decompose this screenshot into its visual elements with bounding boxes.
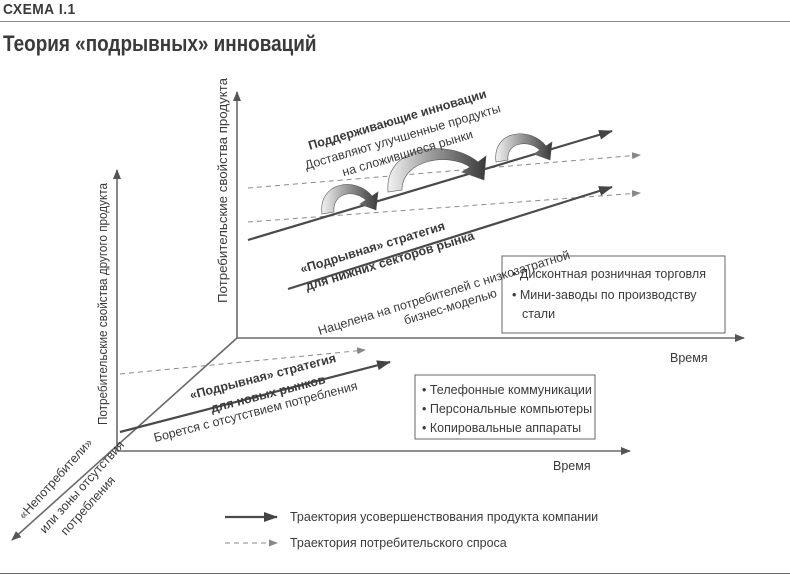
sustaining-demand-dashed [247,152,641,189]
diagram-title: Теория «подрывных» инноваций [3,31,317,56]
newmarket-product-line [119,360,391,434]
back-x-axis-label: Время [670,351,708,365]
newmarket-box-item-3: • Копировальные аппараты [422,421,581,435]
newmarket-box-item-1: • Телефонные коммуникации [422,383,592,397]
lowend-box-item-1-text: Дисконтная розничная торговля [520,267,706,281]
newmarket-title-rest: стратегия [275,351,337,380]
lowend-box-item-2: • Мини-заводы по производству [512,288,697,302]
legend-solid-label: Траектория усовершенствования продукта к… [290,510,598,524]
footer-rule [0,573,790,574]
newmarket-example-box [414,374,596,440]
lowend-product-line [287,185,613,291]
legend-dashed-label: Траектория потребительского спроса [290,536,507,550]
lowend-label-group: «Подрывная» стратегия для нижних секторо… [299,219,477,294]
front-y-axis-label: Потребительские свойства другого продукт… [96,183,110,425]
lowend-example-box [501,255,726,334]
lowend-box-item-2-text: Мини-заводы по производству [520,288,697,302]
newmarket-box-item-3-text: Копировальные аппараты [430,421,581,435]
front-axes [113,169,631,455]
newmarket-desc: Борется с отсутствием потребления [152,379,359,445]
newmarket-box-item-2-text: Персональные компьютеры [430,402,592,416]
lowend-box-item-3: стали [522,307,555,321]
depth-axis [11,337,238,541]
sustaining-curl-arrows [321,133,553,215]
newmarket-box-item-1-text: Телефонные коммуникации [430,383,592,397]
header-rule [0,21,790,22]
back-axes [233,91,745,342]
front-x-axis-label: Время [553,459,591,473]
back-y-axis-label: Потребительские свойства продукта [216,78,230,303]
newmarket-box-item-2: • Персональные компьютеры [422,402,592,416]
lowend-box-item-1: • Дисконтная розничная торговля [512,267,706,281]
legend: Траектория усовершенствования продукта к… [225,510,598,550]
scheme-label: СХЕМА I.1 [3,1,76,18]
